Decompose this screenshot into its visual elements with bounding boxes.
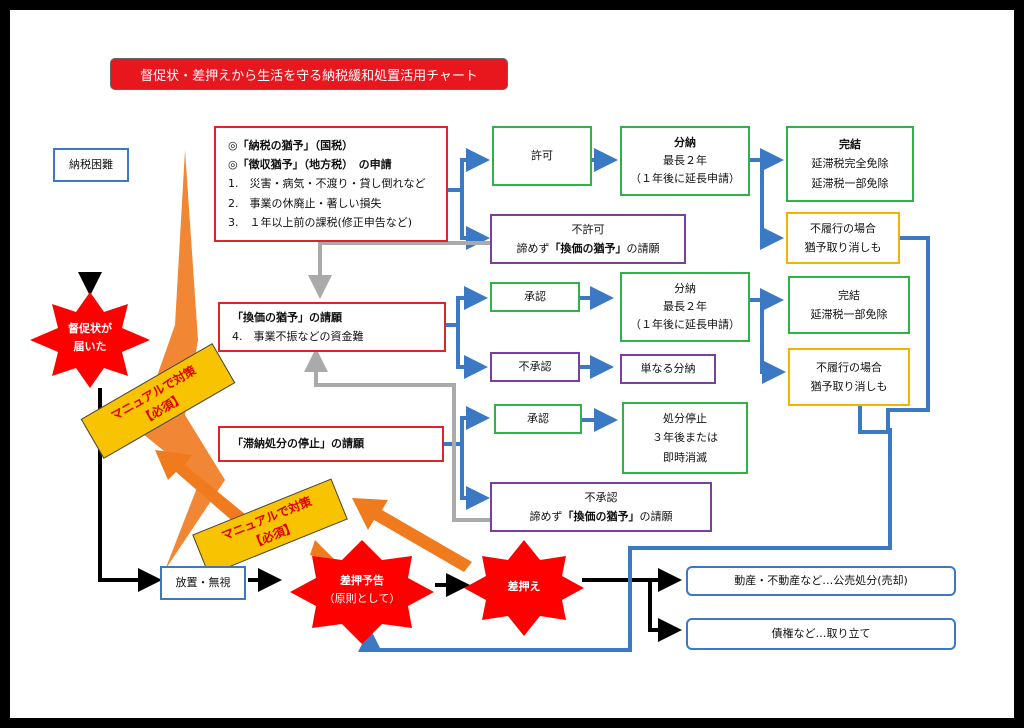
ignore-box: 放置・無視	[160, 566, 246, 600]
request3-box: 「滞納処分の停止」の請願	[218, 426, 444, 462]
connector-layer	[30, 148, 930, 652]
start-box: 納税困難	[53, 148, 129, 182]
complete2-title: 完結	[838, 288, 860, 302]
reject1-line1: 不許可	[571, 222, 605, 236]
chart-canvas: 督促状・差押えから生活を守る納税緩和処置活用チャート 納税困難 督促状が 届いた…	[10, 10, 1014, 718]
approve3-label: 承認	[527, 411, 549, 425]
installment2-title: 分納	[674, 281, 696, 295]
installment2-line3: （１年後に延長申請）	[630, 318, 740, 332]
reject3-line1: 不承認	[584, 490, 618, 504]
installment2-box: 分納 最長２年 （１年後に延長申請）	[620, 272, 750, 342]
orange-arrow-2	[352, 498, 472, 572]
permit-box: 許可	[492, 126, 592, 186]
reject1-line2-post: の請願	[626, 242, 660, 255]
complete1-line2: 延滞税完全免除	[811, 157, 889, 171]
complete1-title: 完結	[839, 138, 861, 152]
approve3-box: 承認	[494, 404, 582, 434]
notice-line2: 届いた	[73, 339, 107, 353]
ignore-label: 放置・無視	[175, 575, 231, 589]
installment2-line2: 最長２年	[663, 299, 707, 313]
seizure-label: 差押え	[507, 580, 541, 593]
reject2-label: 不承認	[518, 359, 552, 373]
reject1-line2-pre: 諦めず	[516, 242, 550, 255]
request1-item-1: 1. 災害・病気・不渡り・貸し倒れなど	[228, 177, 426, 191]
installment1-box: 分納 最長２年 （１年後に延長申請）	[620, 126, 750, 196]
default2-line1: 不履行の場合	[816, 360, 882, 374]
complete2-box: 完結 延滞税一部免除	[788, 276, 910, 334]
complete1-line3: 延滞税一部免除	[811, 176, 889, 190]
stop-line3: 即時消滅	[663, 450, 707, 464]
reject3-line2-pre: 諦めず	[529, 510, 563, 523]
request2-line2: 4. 事業不振などの資金難	[232, 330, 364, 343]
approve2-box: 承認	[490, 282, 580, 312]
default2-box: 不履行の場合 猶予取り消しも	[788, 348, 910, 406]
reject3-line2-bold: 「換価の猶予」	[562, 510, 640, 523]
complete2-line2: 延滞税一部免除	[810, 308, 888, 321]
installment1-line2: 最長２年	[663, 153, 707, 167]
complete1-box: 完結 延滞税完全免除 延滞税一部免除	[786, 126, 914, 202]
outcome2-box: 債権など…取り立て	[686, 618, 956, 650]
start-label: 納税困難	[69, 157, 113, 171]
permit-label: 許可	[531, 148, 553, 162]
reject2-box: 不承認	[490, 352, 580, 382]
reject3-line2-post: の請願	[639, 510, 673, 523]
seizure-notice-burst	[290, 540, 434, 644]
request2-line1: 「換価の猶予」の請願	[232, 310, 342, 324]
outcome2-label: 債権など…取り立て	[771, 626, 871, 640]
default2-line2: 猶予取り消しも	[810, 380, 888, 393]
simple-installment-box: 単なる分納	[620, 354, 716, 384]
seizure-notice-text: 差押予告 （原則として）	[322, 572, 402, 607]
notice-text: 督促状が 届いた	[50, 320, 130, 355]
outcome1-label: 動産・不動産など…公売処分(売却)	[734, 573, 908, 587]
seizure-notice-line1: 差押予告	[340, 574, 384, 587]
reject3-line2: 諦めず「換価の猶予」の請願	[530, 507, 673, 526]
seizure-burst	[464, 540, 584, 636]
seizure-notice-line2: （原則として）	[323, 591, 401, 605]
request1-item-2: 2. 事業の休廃止・著しい損失	[228, 196, 382, 210]
request1-box: ◎「納税の猶予」（国税） ◎「徴収猶予」（地方税） の申請 1. 災害・病気・不…	[214, 126, 448, 242]
default1-line2: 猶予取り消しも	[804, 241, 882, 254]
outcome1-box: 動産・不動産など…公売処分(売却)	[686, 566, 956, 596]
reject3-box: 不承認 諦めず「換価の猶予」の請願	[490, 482, 712, 532]
installment1-line3: （１年後に延長申請）	[630, 172, 740, 186]
seizure-text: 差押え	[494, 578, 554, 596]
reject1-line2-bold: 「換価の猶予」	[549, 242, 627, 255]
notice-burst	[30, 292, 150, 388]
installment1-title: 分納	[674, 135, 696, 149]
reject1-box: 不許可 諦めず「換価の猶予」の請願	[490, 214, 686, 264]
stop-line1: 処分停止	[663, 412, 707, 426]
request1-item-3: 3. １年以上前の課税(修正申告など)	[228, 215, 413, 229]
chart-title: 督促状・差押えから生活を守る納税緩和処置活用チャート	[110, 58, 508, 90]
request1-line1: ◎「納税の猶予」（国税）	[228, 138, 354, 152]
stop-box: 処分停止 ３年後または 即時消滅	[622, 402, 748, 474]
simple-installment-label: 単なる分納	[640, 361, 696, 375]
request3-line1: 「滞納処分の停止」の請願	[232, 436, 364, 450]
request1-line2: ◎「徴収猶予」（地方税） の申請	[228, 158, 392, 172]
stop-line2: ３年後または	[652, 431, 718, 445]
reject1-line2: 諦めず「換価の猶予」の請願	[517, 239, 660, 258]
notice-line1: 督促状が	[68, 322, 112, 335]
default1-box: 不履行の場合 猶予取り消しも	[786, 212, 900, 264]
default1-line1: 不履行の場合	[810, 221, 876, 235]
approve2-label: 承認	[524, 289, 546, 303]
request2-box: 「換価の猶予」の請願 4. 事業不振などの資金難	[218, 302, 446, 352]
